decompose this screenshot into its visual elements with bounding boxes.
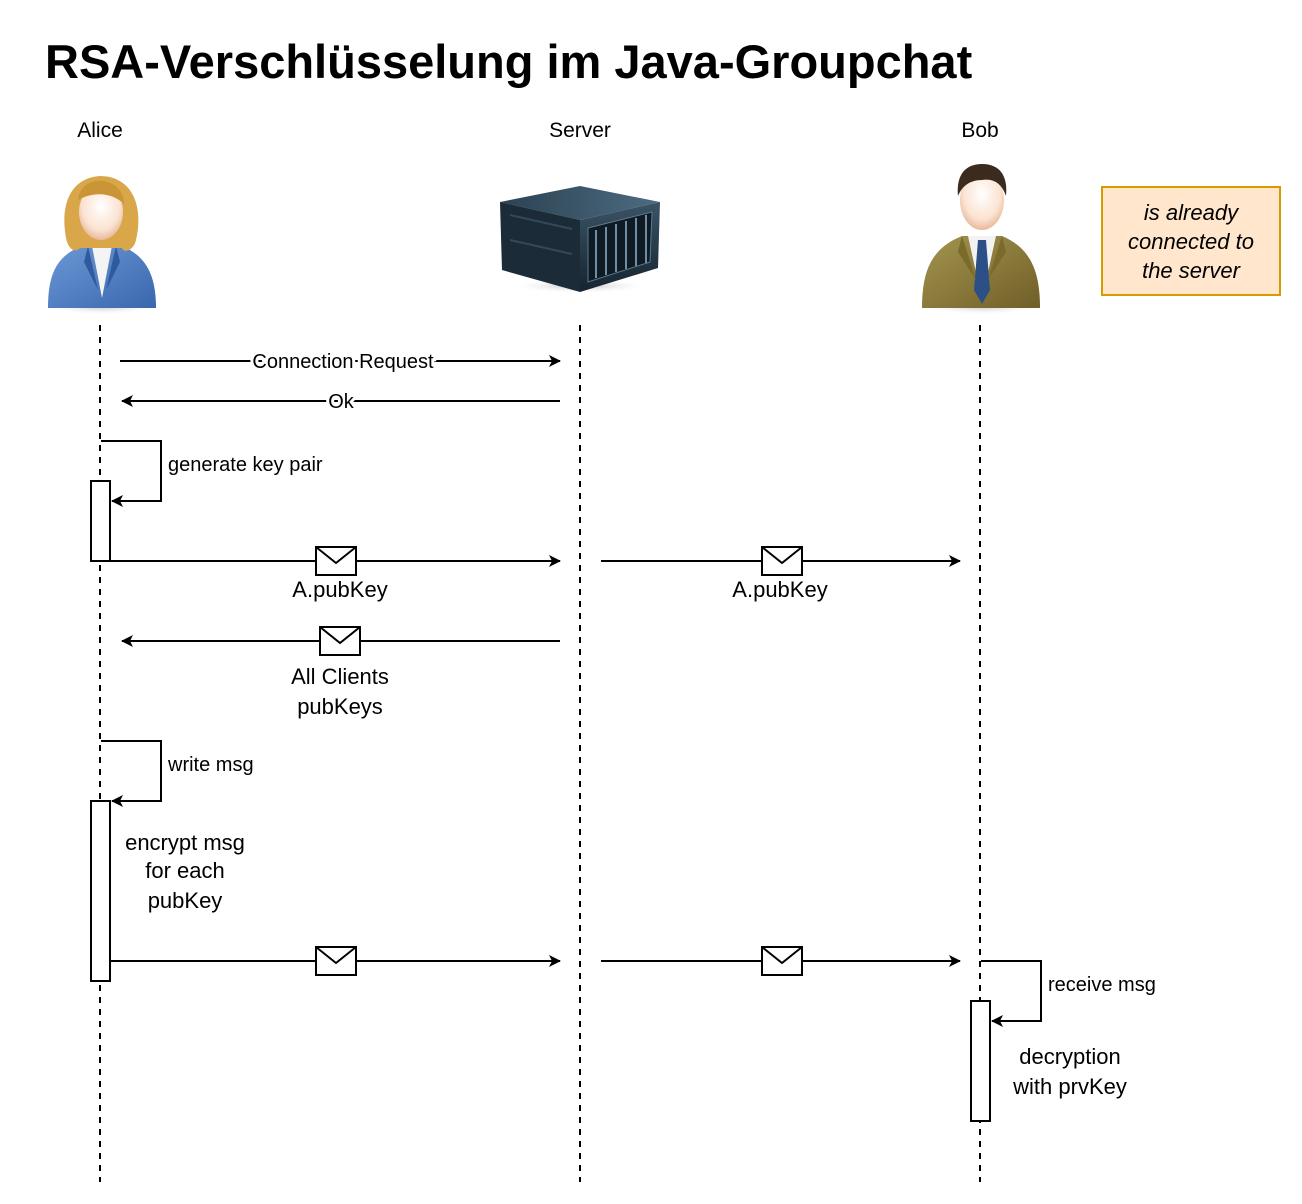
businessman-avatar-icon (920, 164, 1044, 315)
label-encrypt-line1: encrypt msg (125, 830, 245, 855)
note-text: is already connected to the server (1128, 199, 1254, 283)
label-connection-request: Connection Request (252, 351, 434, 373)
actor-label-server: Server (549, 119, 611, 142)
label-pubkey-to-server: A.pubKey (292, 577, 387, 602)
envelope-icon (315, 946, 357, 976)
label-all-clients-line2: pubKeys (297, 694, 383, 719)
activation-alice-keygen (90, 480, 111, 562)
envelope-icon (315, 546, 357, 576)
label-all-clients-line1: All Clients (291, 664, 389, 689)
note-bob-already-connected: is already connected to the server (1101, 186, 1281, 296)
label-encrypt-line2: for each (145, 858, 225, 883)
self-arrow-generate-key-pair (101, 440, 162, 507)
label-pubkey-to-bob: A.pubKey (732, 577, 827, 602)
label-encrypt-line3: pubKey (148, 888, 223, 913)
self-arrow-receive-msg (981, 960, 1042, 1027)
self-arrow-write-msg (101, 740, 162, 807)
label-receive-msg: receive msg (1048, 974, 1156, 996)
envelope-icon (761, 946, 803, 976)
label-decryption-line2: with prvKey (1012, 1074, 1127, 1099)
actor-label-alice: Alice (77, 119, 123, 142)
envelope-icon (761, 546, 803, 576)
label-ok: Ok (328, 391, 355, 413)
businesswoman-avatar-icon (44, 176, 160, 315)
envelope-icon (319, 626, 361, 656)
activation-alice-write (90, 800, 111, 982)
activation-bob-decrypt (970, 1000, 991, 1122)
label-generate-key-pair: generate key pair (168, 454, 323, 476)
actor-label-bob: Bob (961, 119, 998, 142)
label-decryption-line1: decryption (1019, 1044, 1121, 1069)
diagram-title: RSA-Verschlüsselung im Java-Groupchat (45, 35, 973, 88)
label-write-msg: write msg (167, 754, 254, 776)
server-rack-icon (500, 186, 660, 293)
